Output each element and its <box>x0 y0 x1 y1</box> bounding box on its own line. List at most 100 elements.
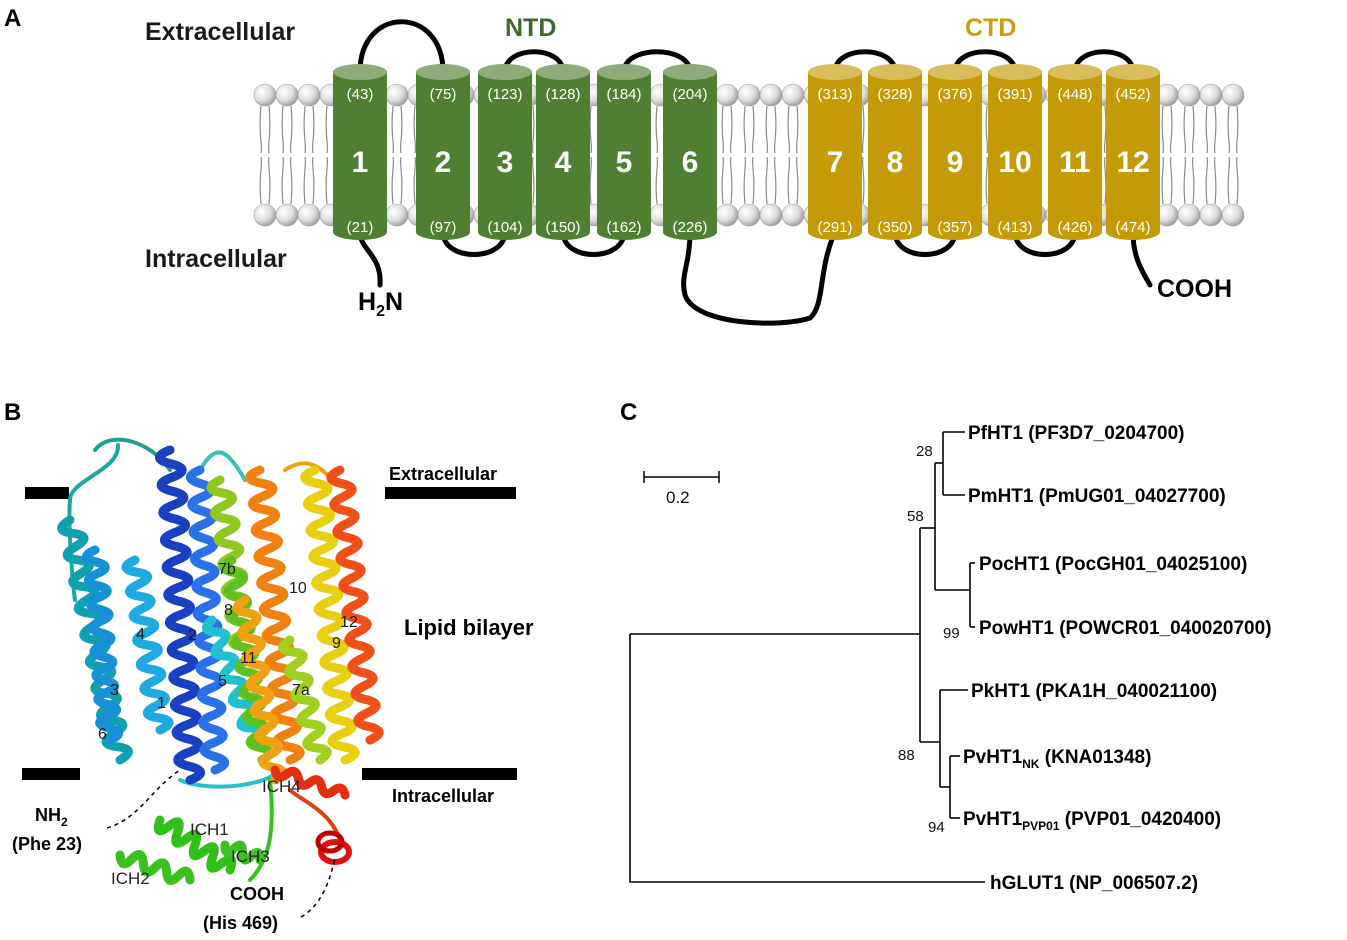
helix-bottom-residue: (226) <box>672 219 707 236</box>
svg-text:28: 28 <box>916 443 933 460</box>
helix-top-residue: (452) <box>1115 86 1150 103</box>
helix-number: 9 <box>947 146 964 179</box>
leaf-pfht1: PfHT1 (PF3D7_0204700) <box>968 423 1185 444</box>
svg-text:H2N: H2N <box>358 288 403 320</box>
svg-text:ICH2: ICH2 <box>111 869 150 888</box>
ribbon-helix-ich2 <box>115 850 195 885</box>
bootstrap-values: 28 58 99 88 94 <box>898 443 960 836</box>
b-intracellular-label: Intracellular <box>392 786 494 806</box>
helix-number: 10 <box>998 146 1031 179</box>
leaf-pvht1-pvp01: PvHT1PVP01 (PVP01_0420400) <box>963 809 1221 833</box>
svg-text:ICH3: ICH3 <box>231 847 270 866</box>
ribbon-helix-10 <box>245 465 305 765</box>
ribbon-helix-1 <box>154 445 206 785</box>
b-helix-labels: 1 2 3 4 5 6 7a 7b 8 9 10 11 12 <box>98 561 358 743</box>
helix-8: 8 (328) (350) <box>868 64 922 240</box>
helix-4: 4(128)(150) <box>536 64 590 240</box>
panel-c: C 0.2 <box>620 399 1272 894</box>
helix-bottom-residue: (350) <box>877 219 912 236</box>
svg-text:6: 6 <box>98 726 107 743</box>
svg-text:8: 8 <box>224 602 233 619</box>
leaf-pkht1: PkHT1 (PKA1H_040021100) <box>971 681 1217 702</box>
panel-a-letter: A <box>4 5 21 32</box>
svg-text:(Phe 23): (Phe 23) <box>12 834 82 854</box>
loop <box>248 778 274 882</box>
helix-2: 2(75)(97) <box>416 64 470 240</box>
ribbon-helix-11 <box>232 595 288 785</box>
svg-text:1: 1 <box>157 695 166 712</box>
leaf-pmht1: PmHT1 (PmUG01_04027700) <box>968 486 1226 507</box>
svg-text:9: 9 <box>332 635 341 652</box>
helix-bottom-residue: (357) <box>937 219 972 236</box>
ribbon-c-terminal-coil <box>315 830 352 865</box>
scale-bar: 0.2 <box>643 471 720 507</box>
transmembrane-helices: 1(43)(21)2(75)(97)3(123)(104)4(128)(150)… <box>333 64 1160 240</box>
svg-text:99: 99 <box>943 625 960 642</box>
helix-number: 7 <box>827 146 844 179</box>
svg-text:NH2: NH2 <box>35 805 68 829</box>
b-n-terminus: NH2 (Phe 23) <box>12 769 181 854</box>
ctd-label: CTD <box>965 14 1016 42</box>
lipid <box>715 83 739 227</box>
helix-bottom-residue: (162) <box>606 219 641 236</box>
extracellular-boundary-left <box>25 487 69 499</box>
leaf-labels: PfHT1 (PF3D7_0204700) PmHT1 (PmUG01_0402… <box>963 423 1272 894</box>
svg-text:COOH: COOH <box>230 884 284 904</box>
helix-number: 2 <box>435 146 452 179</box>
ribbon-helix-12 <box>326 465 384 745</box>
helix-number: 8 <box>887 146 904 179</box>
helix-number: 3 <box>497 146 514 179</box>
lipid <box>1155 83 1179 227</box>
lipid <box>1221 83 1245 227</box>
helix-top-residue: (376) <box>937 86 972 103</box>
lipid <box>297 83 321 227</box>
svg-text:ICH1: ICH1 <box>190 820 229 839</box>
svg-text:94: 94 <box>928 819 945 836</box>
intracellular-label: Intracellular <box>145 245 287 273</box>
ribbon-helix-ich1 <box>153 815 237 875</box>
helix-top-residue: (448) <box>1057 86 1092 103</box>
svg-text:0.2: 0.2 <box>666 488 690 507</box>
lipid <box>1199 83 1223 227</box>
loop <box>198 450 247 482</box>
svg-text:11: 11 <box>240 650 257 667</box>
helix-top-residue: (123) <box>487 86 522 103</box>
c-terminus-label: COOH <box>1157 275 1232 303</box>
n-terminus-label: H2N <box>358 288 403 320</box>
helix-3: 3 (123) (104) <box>478 64 532 240</box>
extracellular-label: Extracellular <box>145 18 295 46</box>
helix-1: 1(43)(21) <box>333 64 387 240</box>
helix-top-residue: (313) <box>817 86 852 103</box>
helix-bottom-residue: (413) <box>997 219 1032 236</box>
helix-7: 7 (313) (291) <box>808 64 862 240</box>
svg-text:2: 2 <box>188 627 197 644</box>
svg-text:5: 5 <box>218 673 227 690</box>
loop <box>283 461 332 480</box>
lipid <box>781 83 805 227</box>
ribbon-helix-6 <box>81 545 124 745</box>
helix-9: 9 (376) (357) <box>928 64 982 240</box>
helix-top-residue: (43) <box>347 86 374 103</box>
lipid <box>253 83 277 227</box>
helix-12: 12(452)(474) <box>1106 64 1160 240</box>
helix-bottom-residue: (21) <box>347 219 374 236</box>
helix-bottom-residue: (291) <box>817 219 852 236</box>
leaf-hglut1: hGLUT1 (NP_006507.2) <box>990 873 1198 894</box>
svg-text:12: 12 <box>340 614 358 631</box>
protein-ribbon-structure <box>57 437 384 885</box>
svg-text:58: 58 <box>907 508 924 525</box>
panel-c-letter: C <box>620 399 637 426</box>
lipid <box>385 83 409 227</box>
helix-top-residue: (328) <box>877 86 912 103</box>
helix-number: 12 <box>1116 146 1149 179</box>
svg-text:(His 469): (His 469) <box>203 913 278 933</box>
leaf-pvht1-nk: PvHT1NK (KNA01348) <box>963 747 1151 771</box>
helix-top-residue: (128) <box>545 86 580 103</box>
helix-top-residue: (204) <box>672 86 707 103</box>
helix-top-residue: (391) <box>997 86 1032 103</box>
leaf-pocht1: PocHT1 (PocGH01_04025100) <box>979 554 1247 575</box>
helix-bottom-residue: (104) <box>487 219 522 236</box>
helix-number: 11 <box>1059 146 1091 179</box>
ribbon-helix-9 <box>300 465 360 765</box>
